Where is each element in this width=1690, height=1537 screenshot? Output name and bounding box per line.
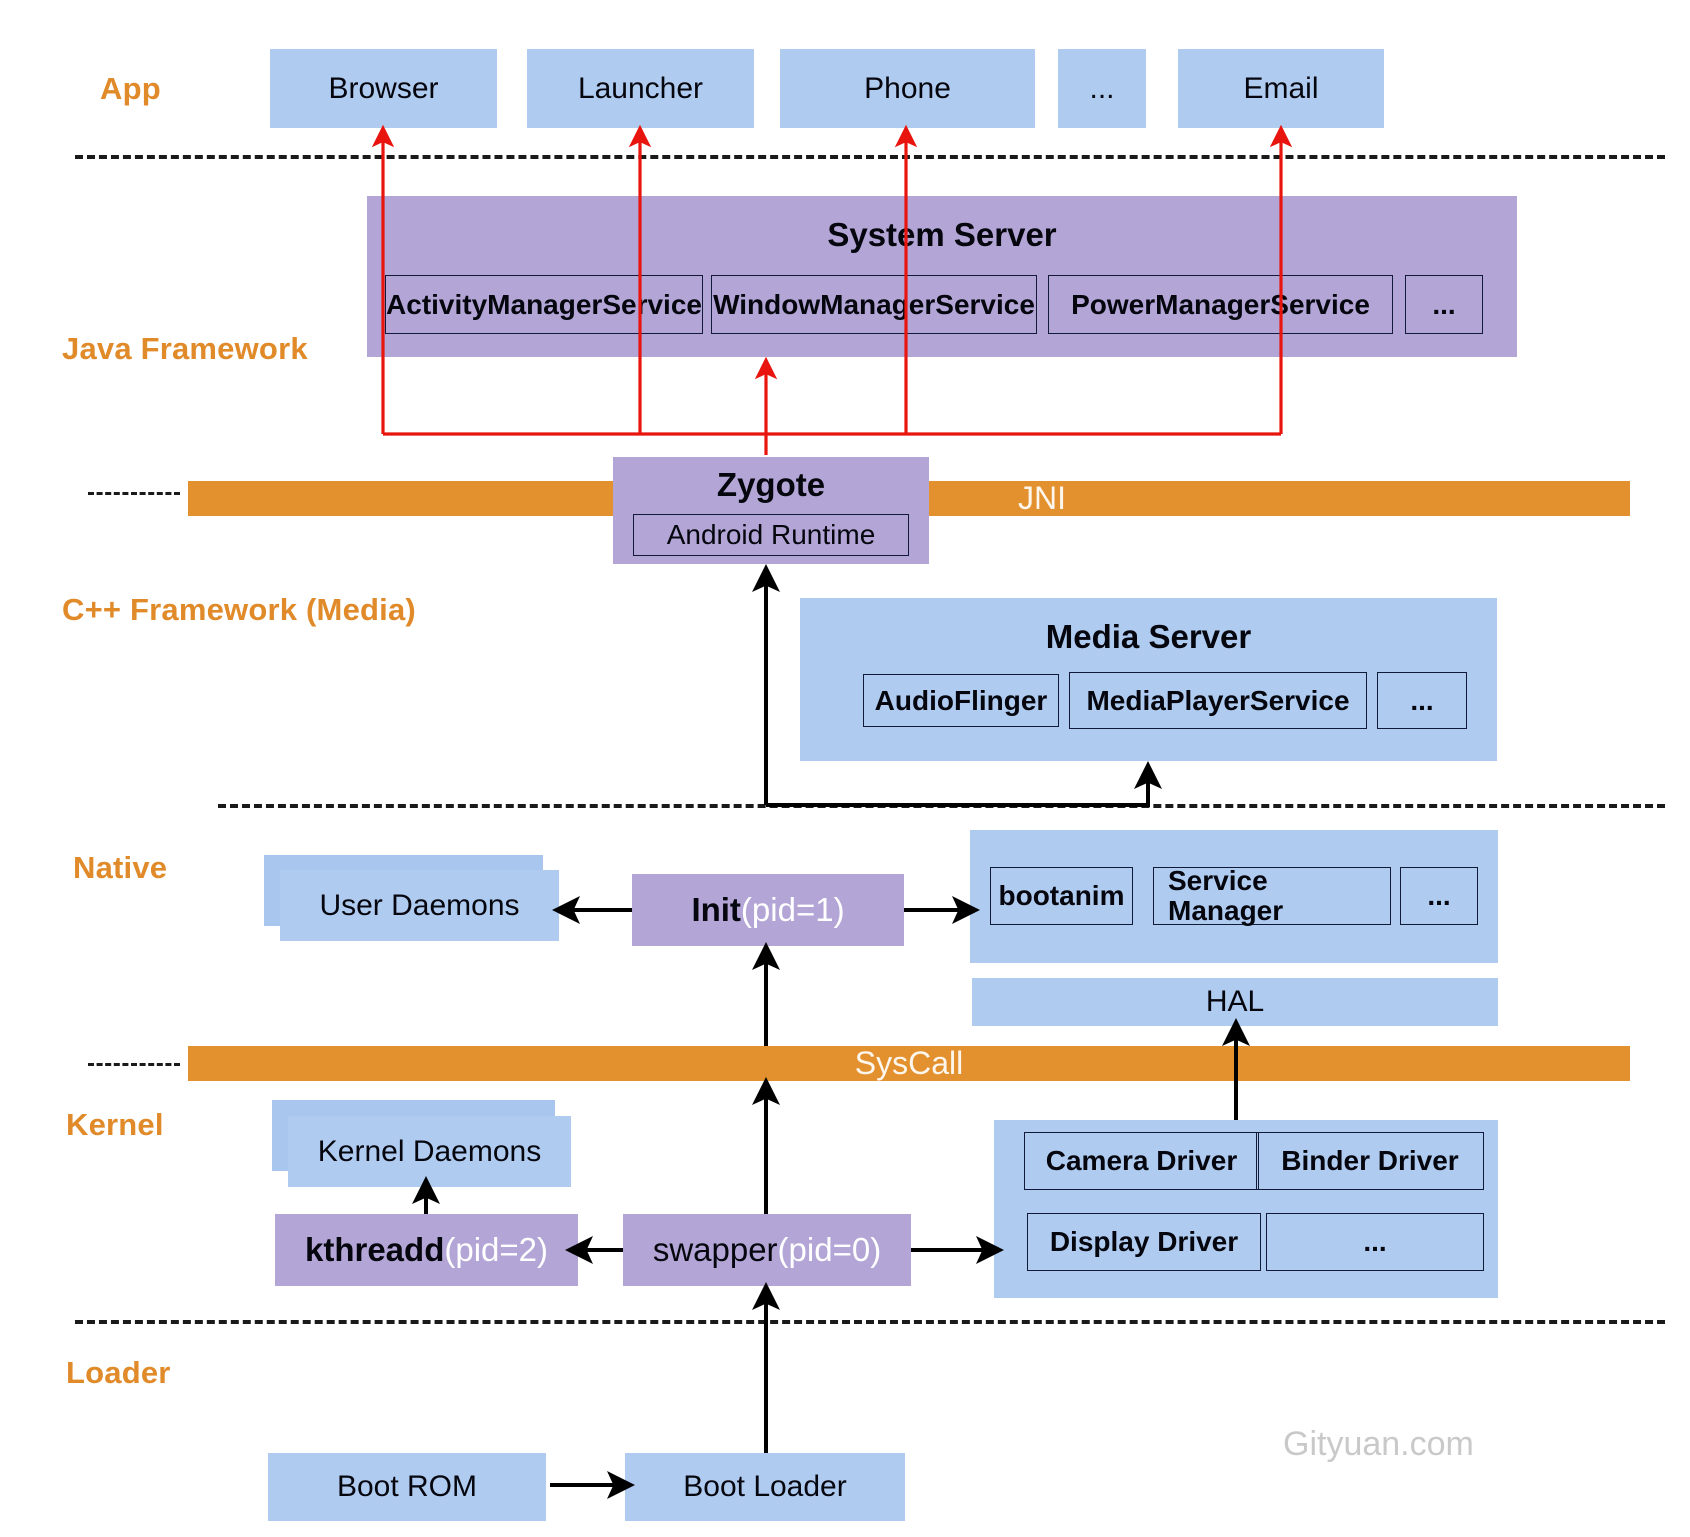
- swapper-pid: (pid=0): [777, 1231, 882, 1268]
- app-label-ellipsis: ...: [1089, 71, 1115, 105]
- kernel-drivers-group: Camera Driver Binder Driver Display Driv…: [994, 1120, 1498, 1298]
- kthreadd-process-box[interactable]: kthreadd(pid=2): [275, 1214, 578, 1286]
- media-service-box-mediaplayerservice[interactable]: MediaPlayerService: [1069, 672, 1367, 729]
- driver-box-display[interactable]: Display Driver: [1027, 1213, 1261, 1271]
- zygote-box[interactable]: Zygote Android Runtime: [613, 457, 929, 564]
- app-box-ellipsis[interactable]: ...: [1058, 49, 1146, 128]
- driver-label-ellipsis: ...: [1363, 1226, 1387, 1257]
- interface-label-jni: JNI: [1018, 480, 1066, 516]
- kernel-daemons-label: Kernel Daemons: [317, 1134, 542, 1168]
- init-process-box[interactable]: Init(pid=1): [632, 874, 904, 946]
- service-label-windowmanager: WindowManagerService: [713, 288, 1035, 320]
- app-box-browser[interactable]: Browser: [270, 49, 497, 128]
- layer-label-loader: Loader: [66, 1355, 171, 1390]
- swapper-process-box[interactable]: swapper(pid=0): [623, 1214, 911, 1286]
- app-box-email[interactable]: Email: [1178, 49, 1384, 128]
- interface-bar-syscall: SysCall: [188, 1045, 1630, 1081]
- media-service-label-mediaplayerservice: MediaPlayerService: [1086, 684, 1350, 716]
- user-daemons-label: User Daemons: [319, 888, 520, 922]
- media-service-label-audioflinger: AudioFlinger: [874, 684, 1048, 716]
- boot-loader-label: Boot Loader: [683, 1470, 847, 1503]
- system-server-title: System Server: [827, 216, 1057, 253]
- user-daemons-stack[interactable]: User Daemons: [264, 855, 559, 941]
- boot-rom-box[interactable]: Boot ROM: [268, 1453, 546, 1521]
- media-service-box-audioflinger[interactable]: AudioFlinger: [863, 674, 1059, 727]
- divider-jni-left-stub: [88, 492, 180, 495]
- user-daemons-box[interactable]: User Daemons: [280, 870, 559, 941]
- service-label-powermanager: PowerManagerService: [1071, 288, 1370, 320]
- kernel-daemons-stack[interactable]: Kernel Daemons: [272, 1100, 572, 1187]
- kernel-daemons-box[interactable]: Kernel Daemons: [288, 1116, 571, 1187]
- media-server-title: Media Server: [1045, 618, 1252, 655]
- layer-label-java: Java Framework: [62, 331, 308, 366]
- system-server-box[interactable]: System Server ActivityManagerService Win…: [367, 196, 1517, 357]
- interface-label-syscall: SysCall: [854, 1045, 964, 1081]
- zygote-title: Zygote: [716, 466, 826, 503]
- driver-box-camera[interactable]: Camera Driver: [1024, 1132, 1259, 1190]
- native-service-label-ellipsis: ...: [1427, 880, 1451, 911]
- layer-label-cpp: C++ Framework (Media): [62, 592, 416, 627]
- watermark: Gityuan.com: [1283, 1425, 1474, 1463]
- android-runtime-label: Android Runtime: [666, 519, 876, 550]
- driver-label-binder: Binder Driver: [1281, 1145, 1459, 1176]
- hal-box[interactable]: HAL: [972, 978, 1498, 1026]
- driver-label-camera: Camera Driver: [1045, 1145, 1238, 1176]
- service-label-ellipsis: ...: [1432, 288, 1456, 320]
- boot-loader-box[interactable]: Boot Loader: [625, 1453, 905, 1521]
- driver-box-ellipsis[interactable]: ...: [1266, 1213, 1484, 1271]
- swapper-label: swapper: [652, 1231, 778, 1268]
- boot-rom-label: Boot ROM: [336, 1470, 478, 1503]
- init-label: Init: [691, 891, 741, 928]
- native-service-box-ellipsis[interactable]: ...: [1400, 867, 1478, 925]
- app-box-launcher[interactable]: Launcher: [527, 49, 754, 128]
- media-service-box-ellipsis[interactable]: ...: [1377, 672, 1467, 729]
- media-service-label-ellipsis: ...: [1410, 684, 1434, 716]
- hal-label: HAL: [1205, 985, 1265, 1018]
- layer-label-kernel: Kernel: [66, 1107, 164, 1142]
- app-label-browser: Browser: [328, 71, 439, 105]
- media-server-box[interactable]: Media Server AudioFlinger MediaPlayerSer…: [800, 598, 1497, 761]
- divider-cpp-native: [218, 804, 1665, 808]
- service-box-windowmanager[interactable]: WindowManagerService: [711, 275, 1037, 334]
- kthreadd-pid: (pid=2): [444, 1231, 548, 1268]
- kthreadd-label: kthreadd: [304, 1231, 445, 1268]
- native-service-box-bootanim[interactable]: bootanim: [990, 867, 1133, 925]
- driver-label-display: Display Driver: [1049, 1226, 1239, 1257]
- service-box-ellipsis[interactable]: ...: [1405, 275, 1483, 334]
- service-label-activitymanager: ActivityManagerService: [386, 288, 702, 320]
- app-label-phone: Phone: [864, 71, 951, 105]
- service-box-activitymanager[interactable]: ActivityManagerService: [385, 275, 703, 334]
- divider-syscall-left-stub: [88, 1063, 180, 1066]
- layer-label-app: App: [100, 71, 161, 106]
- android-runtime-box[interactable]: Android Runtime: [633, 514, 909, 556]
- app-label-email: Email: [1243, 71, 1319, 105]
- init-pid: (pid=1): [740, 891, 845, 928]
- divider-app-java: [75, 155, 1665, 159]
- native-service-label-bootanim: bootanim: [998, 880, 1125, 911]
- app-box-phone[interactable]: Phone: [780, 49, 1035, 128]
- driver-box-binder[interactable]: Binder Driver: [1256, 1132, 1484, 1190]
- app-label-launcher: Launcher: [577, 71, 704, 105]
- service-box-powermanager[interactable]: PowerManagerService: [1048, 275, 1393, 334]
- layer-label-native: Native: [73, 850, 168, 885]
- divider-kernel-loader: [75, 1320, 1665, 1324]
